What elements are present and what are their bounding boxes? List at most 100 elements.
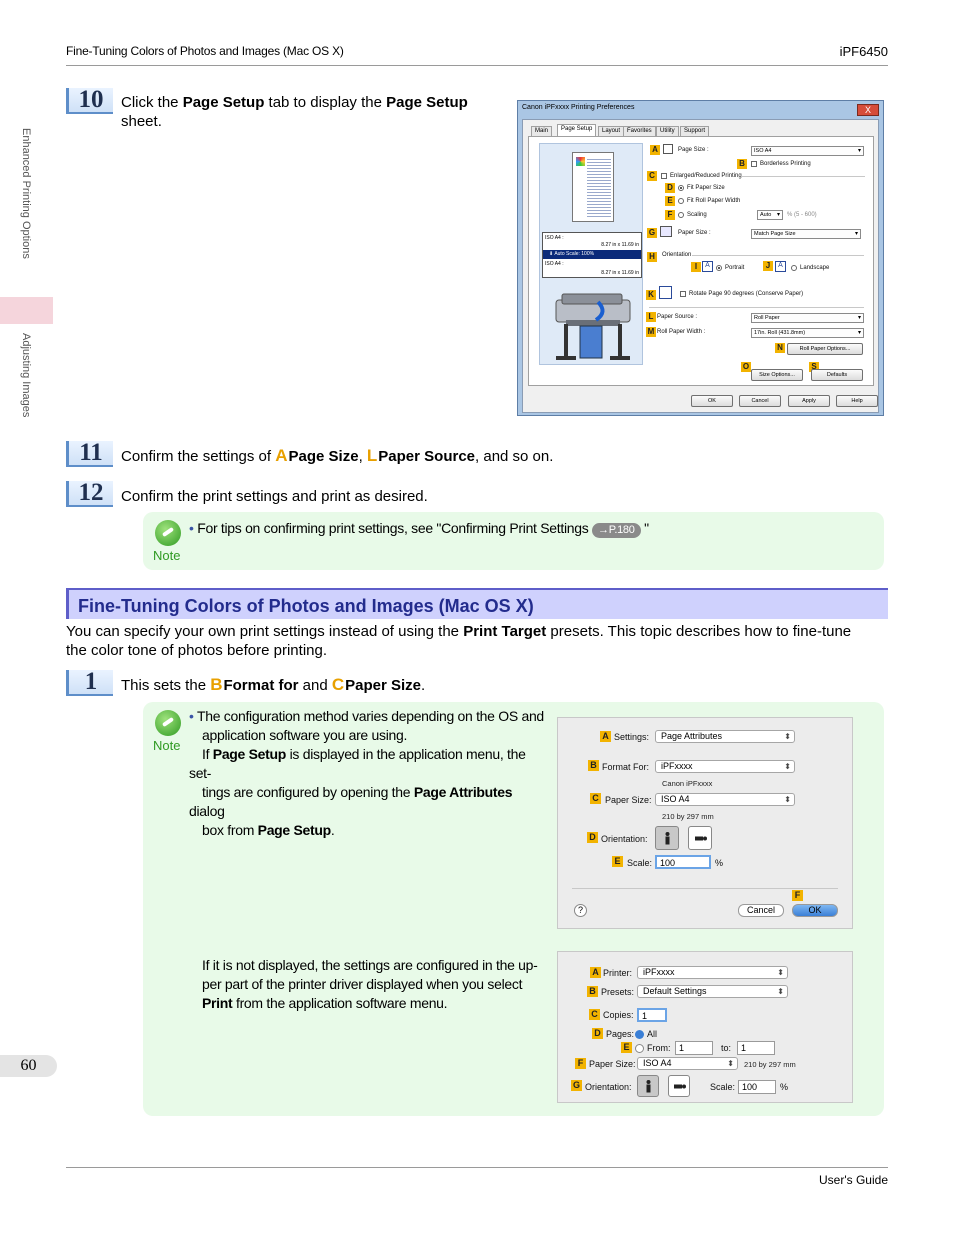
enlarged-checkbox[interactable]	[661, 173, 667, 179]
divider	[692, 255, 864, 256]
printer-select[interactable]: iPFxxxx	[637, 966, 788, 979]
rotate-label: Rotate Page 90 degrees (Conserve Paper)	[689, 291, 804, 297]
section-heading-text: Fine-Tuning Colors of Photos and Images …	[78, 596, 534, 616]
window-body: Main Page Setup Layout Favorites Utility…	[522, 119, 879, 413]
scale-field[interactable]: 100	[738, 1080, 776, 1094]
pages-all-radio[interactable]	[635, 1030, 644, 1039]
rotate-icon	[659, 286, 672, 299]
apply-button[interactable]: Apply	[788, 395, 830, 407]
preview-size1: 8.27 in x 11.69 in	[601, 242, 639, 248]
settings-label: Settings:	[614, 732, 650, 742]
preview-sheet	[572, 152, 614, 222]
fit-paper-radio[interactable]	[678, 185, 684, 191]
fit-paper-label: Fit Paper Size	[687, 185, 725, 191]
help-button[interactable]: Help	[836, 395, 878, 407]
close-button[interactable]: X	[857, 104, 879, 116]
portrait-person-icon	[665, 832, 670, 845]
size-options-button[interactable]: Size Options...	[751, 369, 803, 381]
callout-c: C	[647, 171, 657, 181]
running-header-model: iPF6450	[839, 44, 888, 59]
callout-f: F	[665, 210, 675, 220]
section-intro: You can specify your own print settings …	[66, 623, 852, 659]
from-field[interactable]: 1	[675, 1041, 713, 1055]
format-select[interactable]: iPFxxxx	[655, 760, 795, 773]
roll-paper-options-button[interactable]: Roll Paper Options...	[787, 343, 863, 355]
pages-range-radio[interactable]	[635, 1044, 644, 1053]
orientation-label: Orientation:	[585, 1082, 632, 1092]
paper-size-select[interactable]: Match Page Size	[751, 229, 861, 239]
presets-select[interactable]: Default Settings	[637, 985, 788, 998]
fit-roll-radio[interactable]	[678, 198, 684, 204]
portrait-radio[interactable]	[716, 265, 722, 271]
settings-select[interactable]: Page Attributes	[655, 730, 795, 743]
scaling-radio[interactable]	[678, 212, 684, 218]
callout-b: B	[587, 986, 598, 997]
callout-d: D	[587, 832, 598, 843]
page-size-icon	[663, 144, 673, 154]
scaling-field[interactable]: Auto	[757, 210, 783, 220]
scaling-label: Scaling	[687, 212, 707, 218]
print-preview: ISO A4 : 8.27 in x 11.69 in ⬇ Auto Scale…	[539, 143, 643, 365]
to-field[interactable]: 1	[737, 1041, 775, 1055]
roll-width-select[interactable]: 17in. Roll (431.8mm)	[751, 328, 864, 338]
landscape-icon: A	[775, 261, 786, 272]
cancel-button[interactable]: Cancel	[738, 904, 784, 917]
borderless-checkbox[interactable]	[751, 161, 757, 167]
divider	[741, 176, 865, 177]
page-reference-link[interactable]: →P.180	[592, 523, 641, 538]
callout-l: L	[646, 312, 656, 322]
page-setup-panel: ISO A4 : 8.27 in x 11.69 in ⬇ Auto Scale…	[528, 136, 874, 386]
callout-g: G	[647, 228, 657, 238]
help-icon[interactable]: ?	[574, 904, 587, 917]
rotate-checkbox[interactable]	[680, 291, 686, 297]
landscape-label: Landscape	[800, 265, 830, 271]
landscape-radio[interactable]	[791, 265, 797, 271]
step-12-text: Confirm the print settings and print as …	[121, 488, 428, 505]
callout-j: J	[763, 261, 773, 271]
ok-button[interactable]: OK	[792, 904, 838, 917]
copies-label: Copies:	[603, 1010, 634, 1020]
side-tab-marker	[0, 297, 53, 324]
landscape-button[interactable]	[688, 826, 712, 850]
note-text-2: If it is not displayed, the settings are…	[202, 957, 538, 1011]
scale-label: Scale:	[710, 1082, 736, 1092]
side-tab-enhanced: Enhanced Printing Options	[20, 128, 32, 259]
step-number: 10	[66, 87, 113, 114]
portrait-button[interactable]	[655, 826, 679, 850]
note-text: • For tips on confirming print settings,…	[189, 520, 649, 538]
step-11-text: Confirm the settings of APage Size, LPap…	[121, 446, 554, 465]
callout-m: M	[646, 327, 656, 337]
to-label: to:	[721, 1043, 732, 1053]
paper-source-select[interactable]: Roll Paper	[751, 313, 864, 323]
scaling-range: % (5 - 600)	[787, 212, 817, 218]
step-number: 12	[66, 480, 113, 507]
step-number: 1	[66, 669, 113, 696]
defaults-button[interactable]: Defaults	[811, 369, 863, 381]
orientation-label: Orientation	[662, 252, 692, 258]
paper-size-label: Paper Size:	[589, 1059, 636, 1069]
pages-label: Pages:	[606, 1029, 635, 1039]
ok-button[interactable]: OK	[691, 395, 733, 407]
callout-e: E	[621, 1042, 632, 1053]
running-header-title: Fine-Tuning Colors of Photos and Images …	[66, 44, 344, 58]
portrait-icon: A	[702, 261, 713, 272]
paper-source-label: Paper Source :	[657, 314, 698, 320]
header-rule	[66, 65, 888, 66]
paper-size-select[interactable]: ISO A4	[655, 793, 795, 806]
label-l: L	[366, 446, 378, 465]
landscape-button[interactable]	[668, 1075, 690, 1097]
paper-size-select[interactable]: ISO A4	[637, 1057, 738, 1070]
scale-field[interactable]: 100	[655, 855, 711, 869]
callout-h: H	[647, 252, 657, 262]
side-tab-adjusting: Adjusting Images	[20, 333, 32, 418]
format-sub: Canon iPFxxxx	[662, 779, 713, 788]
print-dialog: A Printer: iPFxxxx B Presets: Default Se…	[557, 951, 853, 1103]
page-size-select[interactable]: ISO A4	[751, 146, 864, 156]
portrait-button[interactable]	[637, 1075, 659, 1097]
callout-a: A	[590, 967, 601, 978]
copies-field[interactable]: 1	[637, 1008, 667, 1022]
cancel-button[interactable]: Cancel	[739, 395, 781, 407]
tab-page-setup[interactable]: Page Setup	[557, 124, 597, 137]
pencil-note-icon	[155, 520, 181, 546]
footer-rule	[66, 1167, 888, 1168]
